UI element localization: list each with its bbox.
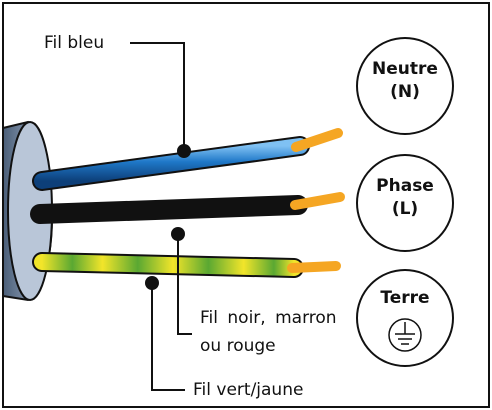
blue-wire [32, 128, 343, 191]
green-copper-tip [287, 261, 341, 273]
green-leader-line [151, 283, 185, 391]
black-leader-line [177, 234, 192, 335]
phase-terminal-circle [356, 154, 454, 252]
earth-terminal-label: Terre [365, 287, 445, 310]
black-wire-label-line2: ou rouge [200, 336, 276, 356]
green-leader-dot [145, 276, 159, 290]
earth-ground-icon [388, 318, 422, 352]
neutral-title: Neutre [372, 59, 438, 79]
blue-wire-label: Fil bleu [44, 33, 105, 53]
earth-terminal-circle [356, 269, 454, 367]
neutral-abbrev: (N) [390, 81, 420, 102]
blue-copper-tip [291, 128, 343, 152]
neutral-terminal-circle [356, 37, 454, 135]
black-leader-dot [171, 227, 185, 241]
green-yellow-wire-label: Fil vert/jaune [193, 380, 304, 400]
black-copper-tip [290, 192, 345, 210]
phase-title: Phase [376, 176, 434, 196]
blue-leader-line [130, 42, 185, 150]
black-wire [30, 192, 345, 224]
black-wire-label-line1: Fil noir, marron [200, 308, 337, 328]
neutral-terminal-label: Neutre (N) [365, 58, 445, 104]
earth-title: Terre [380, 288, 430, 308]
blue-leader-dot [177, 144, 191, 158]
phase-terminal-label: Phase (L) [365, 175, 445, 221]
green-yellow-wire [32, 252, 341, 278]
phase-abbrev: (L) [391, 198, 419, 219]
